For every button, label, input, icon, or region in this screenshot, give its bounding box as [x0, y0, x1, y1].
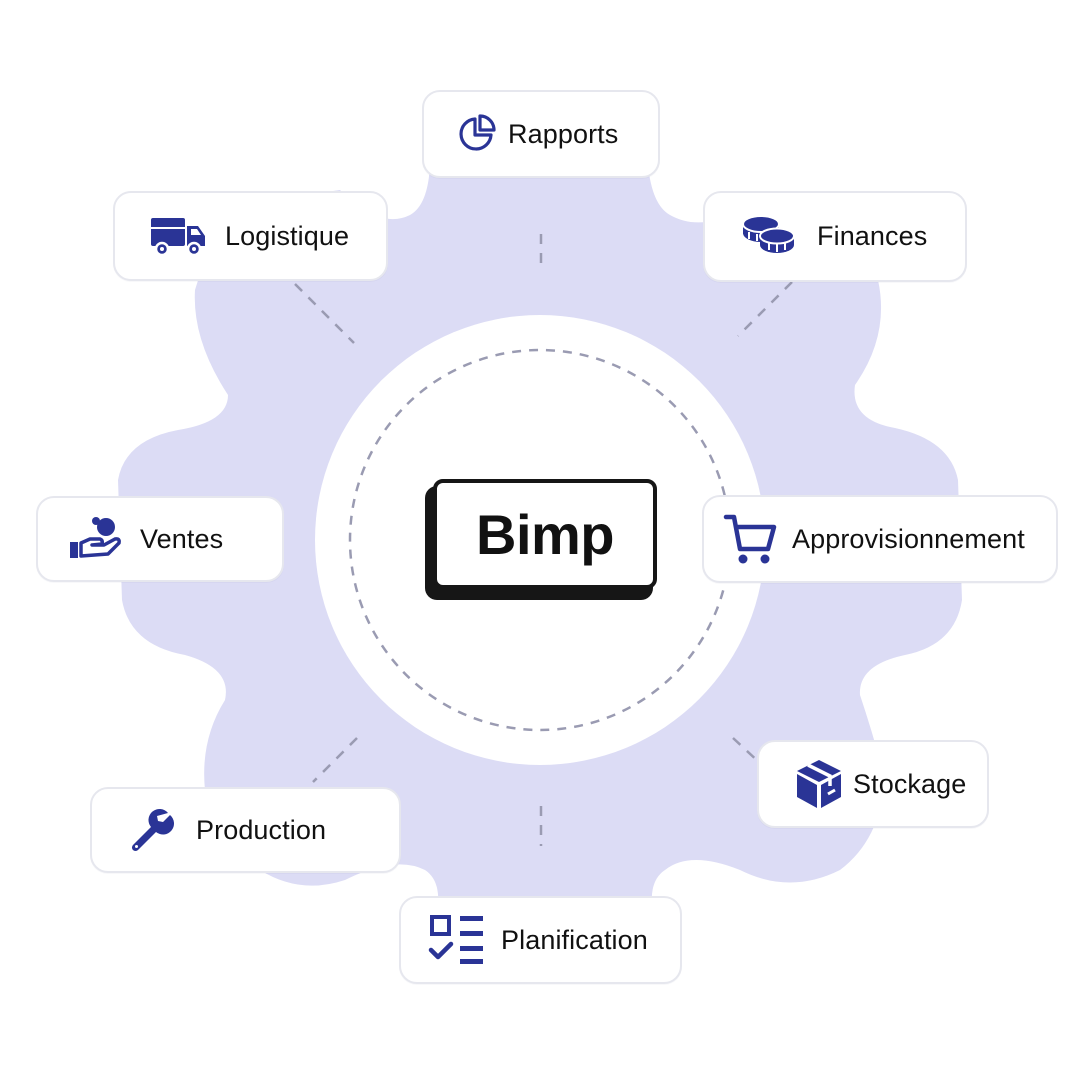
module-card-stockage[interactable]: Stockage: [757, 740, 989, 828]
connector-finances: [737, 281, 793, 337]
module-label: Stockage: [853, 768, 967, 799]
module-label: Approvisionnement: [792, 523, 1025, 554]
module-card-finances[interactable]: Finances: [703, 191, 967, 282]
module-card-rapports[interactable]: Rapports: [422, 90, 660, 178]
module-label: Planification: [501, 924, 648, 955]
brand-logo: Bimp: [433, 479, 657, 589]
module-card-approvisionnement[interactable]: Approvisionnement: [702, 495, 1058, 583]
truck-icon: [149, 215, 207, 257]
module-label: Finances: [817, 221, 928, 251]
module-card-production[interactable]: Production: [90, 787, 401, 873]
module-label: Rapports: [508, 118, 619, 149]
module-label: Production: [196, 814, 327, 845]
hand-coin-icon: [68, 516, 122, 562]
connector-stockage: [732, 737, 763, 766]
connector-logistique: [294, 283, 355, 344]
checklist-icon: [427, 914, 485, 966]
shopping-cart-icon: [722, 511, 778, 567]
module-label: Logistique: [225, 220, 350, 251]
brand-name: Bimp: [476, 502, 615, 566]
coins-icon: [739, 214, 797, 260]
module-card-logistique[interactable]: Logistique: [113, 191, 388, 281]
module-card-planification[interactable]: Planification: [399, 896, 682, 984]
box-icon: [793, 757, 845, 811]
module-card-ventes[interactable]: Ventes: [36, 496, 284, 582]
wrench-icon: [128, 807, 174, 853]
pie-chart-icon: [456, 113, 498, 155]
module-label: Ventes: [140, 523, 224, 554]
